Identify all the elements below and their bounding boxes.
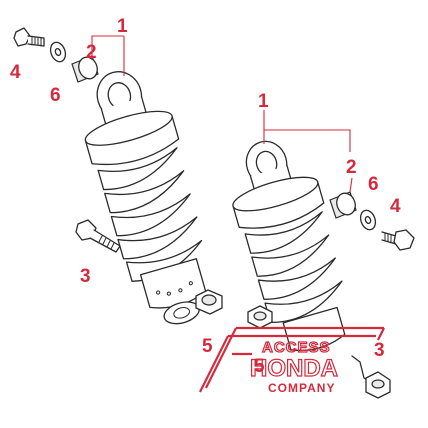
right-lower-bolt — [351, 355, 391, 399]
access-honda-watermark: ACCESS HONDA COMPANY — [199, 326, 385, 395]
callout-right-bushing: 2 — [346, 157, 357, 178]
callout-right-washer: 6 — [368, 174, 379, 195]
right-bushing — [329, 191, 357, 219]
right-nut — [247, 305, 273, 329]
callout-right-shock: 1 — [258, 91, 269, 112]
callout-left-nut: 5 — [202, 336, 213, 357]
callout-right-nut: 5 — [254, 356, 265, 377]
watermark-line1: ACCESS — [262, 339, 331, 356]
callouts: 1 2 3 4 5 6 1 2 3 4 5 6 — [10, 16, 401, 377]
left-shock-absorber — [84, 71, 207, 325]
right-upper-bolt — [381, 229, 415, 251]
callout-left-bolt-lower: 3 — [80, 266, 91, 287]
right-shock-absorber — [232, 140, 346, 352]
callout-left-shock: 1 — [117, 16, 128, 37]
left-spring — [97, 147, 203, 282]
left-nut — [195, 289, 223, 315]
right-washer — [359, 209, 377, 231]
callout-left-bushing: 2 — [86, 42, 97, 63]
callout-right-bolt-lower: 3 — [374, 340, 385, 361]
watermark-line2: HONDA — [250, 355, 338, 382]
left-washer — [49, 41, 67, 63]
watermark-line3: COMPANY — [268, 381, 335, 395]
left-bushing — [71, 55, 99, 83]
leader-lines — [91, 35, 353, 193]
right-spring — [244, 211, 343, 324]
left-lower-bolt — [75, 219, 121, 253]
callout-left-washer: 6 — [50, 85, 61, 106]
watermark-logo-mark — [199, 326, 385, 393]
callout-left-bolt-upper: 4 — [10, 62, 21, 83]
callout-right-bolt-upper: 4 — [390, 196, 401, 217]
left-upper-bolt — [13, 27, 45, 47]
